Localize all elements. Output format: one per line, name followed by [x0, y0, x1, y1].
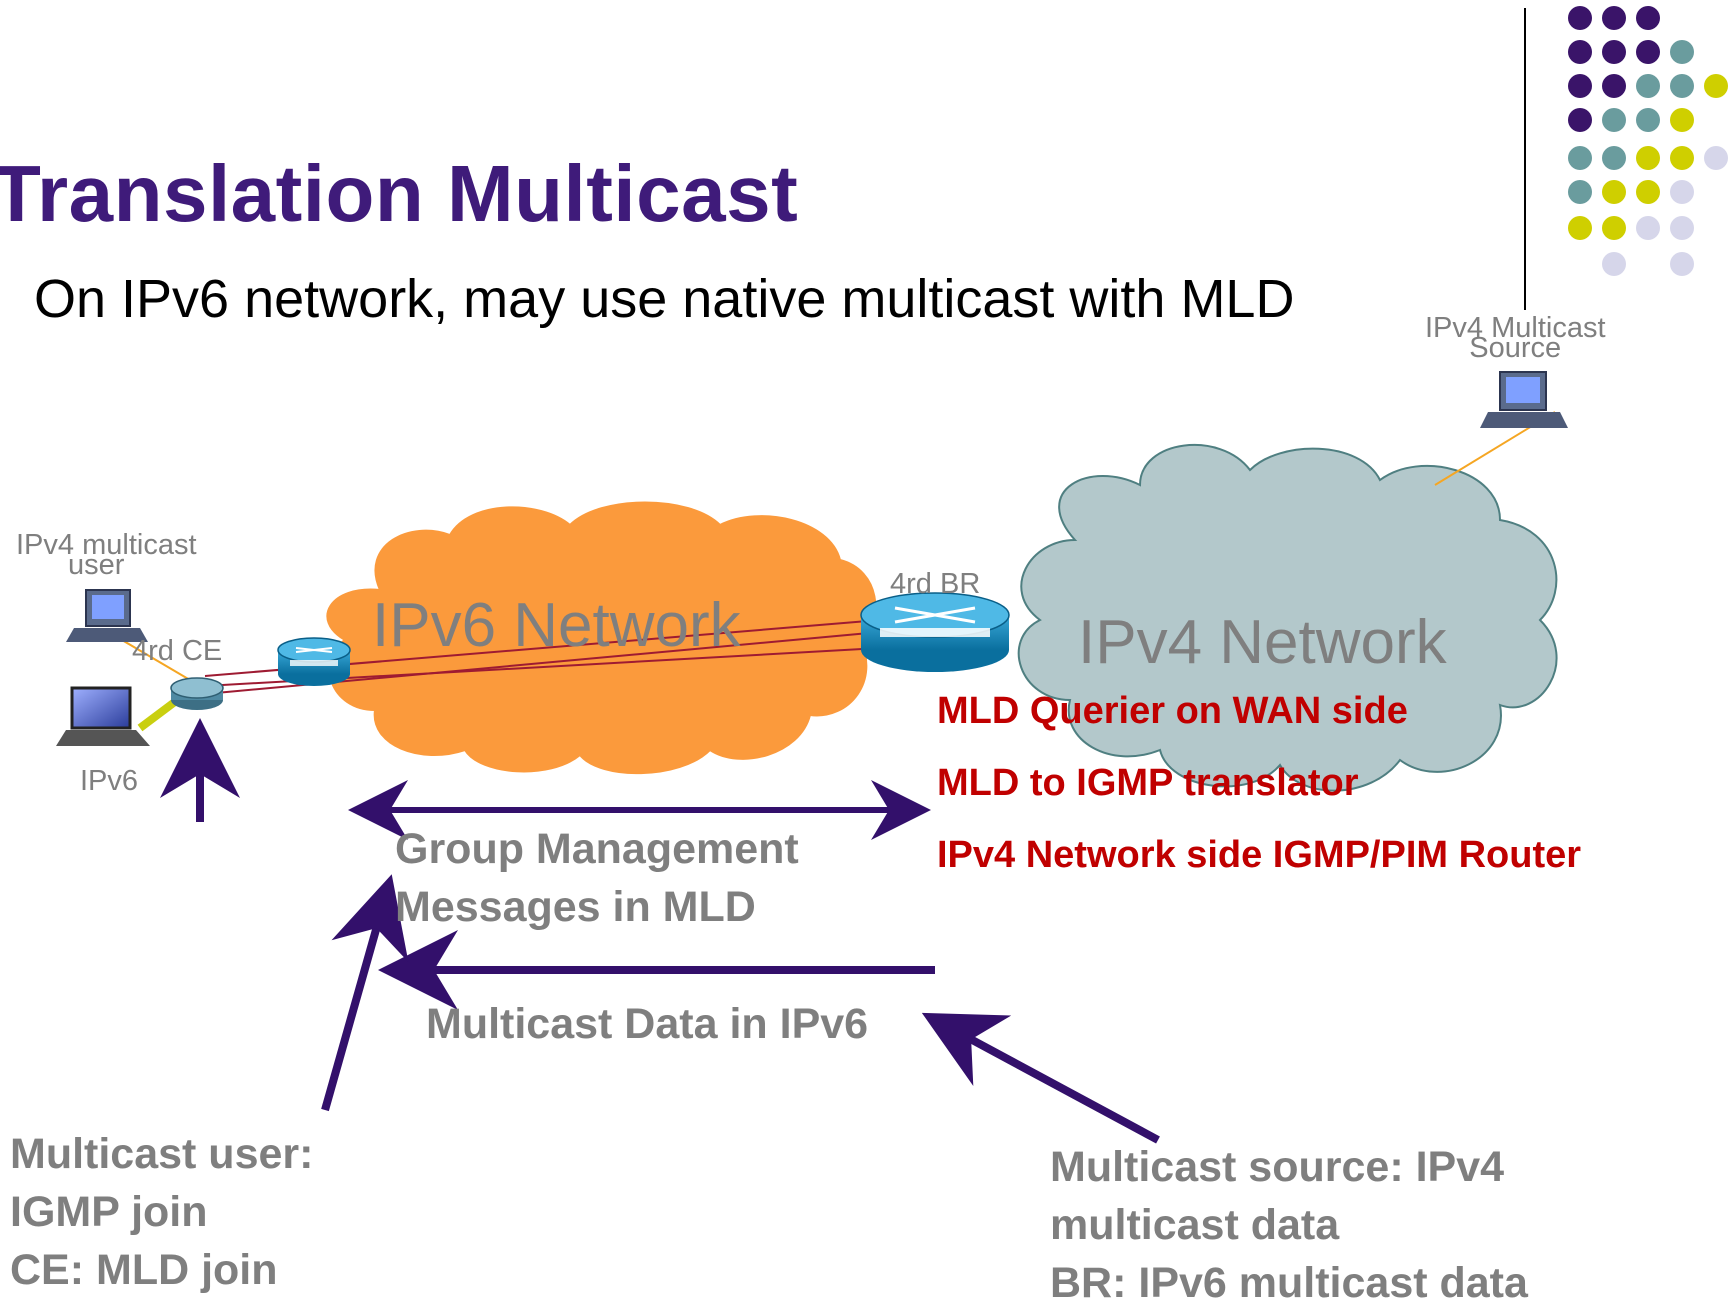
ipv6-laptop-icon — [56, 686, 150, 746]
ipv6-network-cloud — [326, 501, 877, 775]
multicast-data-label: Multicast Data in IPv6 — [426, 1000, 869, 1048]
decorative-dot-grid — [1568, 6, 1728, 276]
ipv4-source-computer-icon — [1480, 371, 1568, 428]
ipv4-network-cloud — [1017, 443, 1558, 792]
page-title: Translation Multicast — [0, 149, 799, 238]
ipv4-source-label-text: IPv4 Multicast Source — [1425, 312, 1606, 364]
multicast-source-note-line1: Multicast source: IPv4 — [1050, 1143, 1505, 1191]
group-mgmt-label-line1: Group Management — [395, 825, 799, 873]
br-function-2: MLD to IGMP translator — [937, 762, 1359, 804]
ipv4-user-label: IPv4 multicast user — [16, 529, 197, 581]
page-subtitle: On IPv6 network, may use native multicas… — [34, 269, 1295, 329]
multicast-user-note-line2: IGMP join — [10, 1188, 208, 1236]
br-function-3: IPv4 Network side IGMP/PIM Router — [937, 834, 1582, 876]
multicast-user-note-line1: Multicast user: — [10, 1130, 314, 1178]
br-label: 4rd BR — [890, 568, 981, 600]
multicast-source-note-line3: BR: IPv6 multicast data — [1050, 1259, 1528, 1300]
ipv4-user-computer-icon — [66, 589, 148, 642]
multicast-source-note-line2: multicast data — [1050, 1201, 1340, 1249]
ipv6-host-label: IPv6 — [80, 765, 139, 797]
group-mgmt-label-line2: Messages in MLD — [395, 883, 756, 931]
user-pointer-arrow — [321, 874, 409, 1112]
ipv6-network-label: IPv6 Network — [372, 591, 741, 660]
multicast-source-note: Multicast source: IPv4 multicast data BR… — [1050, 1138, 1528, 1300]
ipv4-user-label-line2: user — [68, 549, 125, 581]
ce-label: 4rd CE — [132, 635, 223, 667]
multicast-user-note: Multicast user: IGMP join CE: MLD join — [10, 1125, 313, 1299]
source-pointer-arrow — [921, 1012, 1160, 1144]
ipv4-network-label: IPv4 Network — [1078, 608, 1447, 677]
ipv4-source-label: IPv4 Multicast Source — [1425, 312, 1606, 364]
ipv4-user-label-line1: IPv4 multicast — [16, 529, 197, 561]
ce-router-icon — [170, 677, 224, 710]
group-mgmt-label: Group Management Messages in MLD — [395, 820, 799, 936]
multicast-user-note-line3: CE: MLD join — [10, 1246, 278, 1294]
br-function-1: MLD Querier on WAN side — [937, 690, 1408, 732]
ipv6-router-icon — [277, 637, 351, 686]
br-router-icon — [860, 592, 1010, 672]
